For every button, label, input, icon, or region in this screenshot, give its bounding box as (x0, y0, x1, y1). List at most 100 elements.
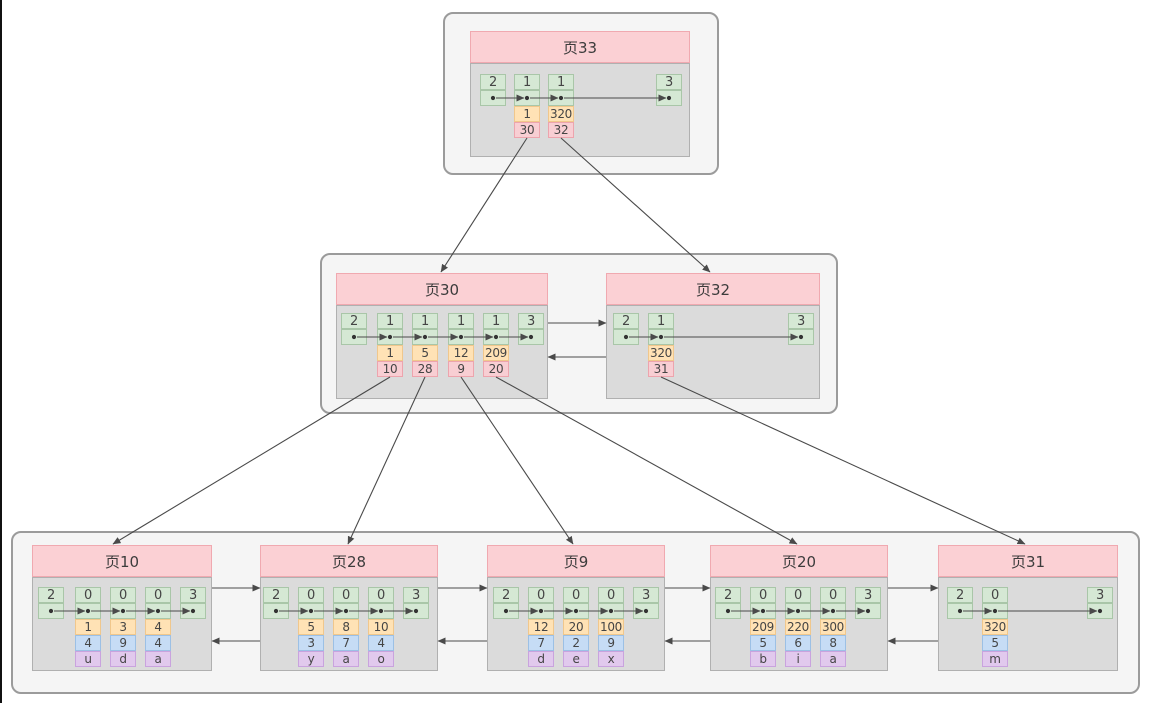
page-node-33-header: 页33 (470, 31, 690, 63)
record-key-cell: 1 (377, 345, 403, 361)
page-node-32-header: 页32 (606, 273, 820, 305)
record-pointer-cell (518, 329, 544, 345)
record-key-cell: 20 (563, 619, 589, 635)
record-type-cell: 0 (110, 587, 136, 603)
page-node-31-header: 页31 (938, 545, 1118, 577)
record-type-cell: 3 (656, 74, 682, 90)
record-child-page-cell: 30 (514, 122, 540, 138)
record-key-cell: 209 (483, 345, 509, 361)
record-child-page-cell: 28 (412, 361, 438, 377)
record-pointer-cell (548, 90, 574, 106)
record-type-cell: 2 (493, 587, 519, 603)
record-child-page-cell: 32 (548, 122, 574, 138)
record-type-cell: 0 (750, 587, 776, 603)
record-pointer-cell (947, 603, 973, 619)
record-col3-cell: i (785, 651, 811, 667)
record-col2-cell: 4 (75, 635, 101, 651)
record-col3-cell: o (368, 651, 394, 667)
record-col2-cell: 2 (563, 635, 589, 651)
record-type-cell: 1 (483, 313, 509, 329)
record-col2-cell: 6 (785, 635, 811, 651)
record-type-cell: 3 (633, 587, 659, 603)
record-key-cell: 320 (982, 619, 1008, 635)
record-key-cell: 8 (333, 619, 359, 635)
record-key-cell: 300 (820, 619, 846, 635)
record-pointer-cell (483, 329, 509, 345)
record-type-cell: 0 (820, 587, 846, 603)
record-key-cell: 12 (448, 345, 474, 361)
record-pointer-cell (298, 603, 324, 619)
page-node-9-header: 页9 (487, 545, 665, 577)
record-type-cell: 2 (480, 74, 506, 90)
page-node-30-header: 页30 (336, 273, 548, 305)
record-pointer-cell (563, 603, 589, 619)
record-col3-cell: a (820, 651, 846, 667)
record-type-cell: 2 (38, 587, 64, 603)
page-node-10-header: 页10 (32, 545, 212, 577)
record-type-cell: 2 (341, 313, 367, 329)
page-body (336, 305, 548, 399)
record-col2-cell: 5 (750, 635, 776, 651)
record-child-page-cell: 10 (377, 361, 403, 377)
record-col3-cell: u (75, 651, 101, 667)
canvas-left-border (0, 0, 2, 703)
record-key-cell: 320 (648, 345, 674, 361)
record-col2-cell: 7 (333, 635, 359, 651)
record-pointer-cell (820, 603, 846, 619)
record-pointer-cell (263, 603, 289, 619)
record-col2-cell: 3 (298, 635, 324, 651)
record-col2-cell: 4 (145, 635, 171, 651)
record-type-cell: 3 (788, 313, 814, 329)
record-pointer-cell (750, 603, 776, 619)
record-type-cell: 0 (75, 587, 101, 603)
record-col3-cell: d (528, 651, 554, 667)
record-key-cell: 1 (514, 106, 540, 122)
record-col3-cell: y (298, 651, 324, 667)
record-col2-cell: 5 (982, 635, 1008, 651)
record-type-cell: 1 (648, 313, 674, 329)
record-type-cell: 0 (598, 587, 624, 603)
record-pointer-cell (648, 329, 674, 345)
record-type-cell: 1 (514, 74, 540, 90)
record-key-cell: 5 (412, 345, 438, 361)
record-key-cell: 3 (110, 619, 136, 635)
record-type-cell: 0 (785, 587, 811, 603)
record-type-cell: 0 (563, 587, 589, 603)
record-type-cell: 0 (145, 587, 171, 603)
record-type-cell: 0 (982, 587, 1008, 603)
record-pointer-cell (38, 603, 64, 619)
record-type-cell: 0 (333, 587, 359, 603)
record-pointer-cell (403, 603, 429, 619)
page-node-28-header: 页28 (260, 545, 438, 577)
record-pointer-cell (514, 90, 540, 106)
record-type-cell: 3 (403, 587, 429, 603)
record-key-cell: 220 (785, 619, 811, 635)
record-col2-cell: 8 (820, 635, 846, 651)
record-col3-cell: b (750, 651, 776, 667)
record-col3-cell: a (145, 651, 171, 667)
record-key-cell: 1 (75, 619, 101, 635)
record-col3-cell: a (333, 651, 359, 667)
record-pointer-cell (333, 603, 359, 619)
record-pointer-cell (145, 603, 171, 619)
record-pointer-cell (613, 329, 639, 345)
record-pointer-cell (598, 603, 624, 619)
record-pointer-cell (1087, 603, 1113, 619)
record-pointer-cell (788, 329, 814, 345)
record-pointer-cell (448, 329, 474, 345)
record-pointer-cell (982, 603, 1008, 619)
record-pointer-cell (656, 90, 682, 106)
record-type-cell: 1 (377, 313, 403, 329)
record-key-cell: 10 (368, 619, 394, 635)
record-key-cell: 5 (298, 619, 324, 635)
record-type-cell: 0 (368, 587, 394, 603)
record-type-cell: 1 (412, 313, 438, 329)
record-type-cell: 0 (298, 587, 324, 603)
record-pointer-cell (480, 90, 506, 106)
record-key-cell: 209 (750, 619, 776, 635)
record-type-cell: 2 (715, 587, 741, 603)
record-pointer-cell (341, 329, 367, 345)
record-child-page-cell: 31 (648, 361, 674, 377)
record-col3-cell: m (982, 651, 1008, 667)
